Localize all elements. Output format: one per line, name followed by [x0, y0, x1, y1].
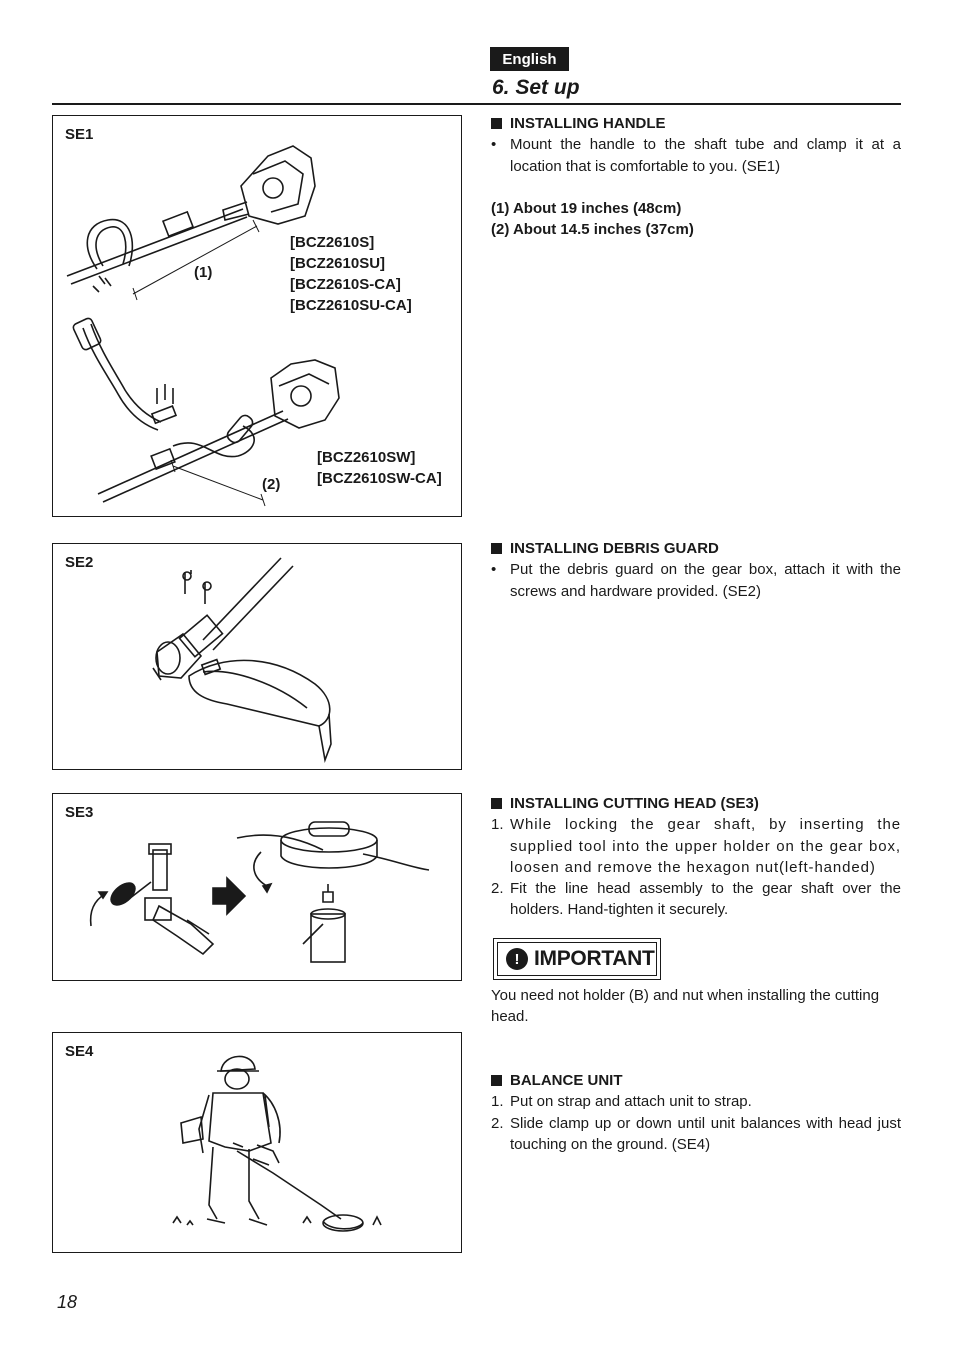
square-bullet-icon: [491, 798, 502, 810]
section-installing-debris-guard: INSTALLING DEBRIS GUARD • Put the debris…: [491, 538, 901, 602]
figure-se2: SE2: [52, 543, 462, 770]
step-number: 1.: [491, 1093, 504, 1111]
model-list-a: [BCZ2610S] [BCZ2610SU] [BCZ2610S-CA] [BC…: [290, 232, 412, 316]
figure-se3: SE3: [52, 793, 462, 981]
header-rule: [52, 103, 901, 105]
square-bullet-icon: [491, 543, 502, 555]
important-callout: ! IMPORTANT: [493, 938, 661, 980]
step-number: 2.: [491, 1114, 504, 1132]
step-item: 2. Fit the line head assembly to the gea…: [491, 878, 901, 921]
section-heading: INSTALLING CUTTING HEAD (SE3): [491, 793, 901, 814]
figure-label: SE4: [65, 1043, 94, 1060]
bullet-item: • Mount the handle to the shaft tube and…: [491, 134, 901, 177]
model-name: [BCZ2610S-CA]: [290, 276, 401, 293]
model-name: [BCZ2610SU-CA]: [290, 297, 412, 314]
bullet-text: Put the debris guard on the gear box, at…: [510, 561, 901, 600]
step-text: Put on strap and attach unit to strap.: [510, 1093, 752, 1111]
exclamation-icon: !: [506, 948, 528, 970]
model-name: [BCZ2610S]: [290, 234, 375, 251]
step-item: 2. Slide clamp up or down until unit bal…: [491, 1113, 901, 1156]
step-item: 1. While locking the gear shaft, by inse…: [491, 814, 901, 878]
square-bullet-icon: [491, 118, 502, 130]
section-balance-unit: BALANCE UNIT 1. Put on strap and attach …: [491, 1070, 901, 1155]
step-text: While locking the gear shaft, by inserti…: [510, 816, 901, 876]
section-heading: INSTALLING DEBRIS GUARD: [491, 538, 901, 559]
dimension-label-2: (2): [262, 476, 281, 493]
language-badge: English: [490, 47, 569, 71]
model-list-b: [BCZ2610SW] [BCZ2610SW-CA]: [317, 447, 442, 489]
dimension-note: (2) About 14.5 inches (37cm): [491, 221, 694, 239]
step-text: Slide clamp up or down until unit balanc…: [510, 1114, 901, 1153]
dimension-label-1: (1): [194, 264, 213, 281]
important-label: IMPORTANT: [534, 947, 655, 970]
heading-text: INSTALLING CUTTING HEAD (SE3): [510, 795, 759, 812]
bullet-marker: •: [491, 561, 497, 579]
important-note: You need not holder (B) and nut when ins…: [491, 985, 901, 1028]
section-heading: BALANCE UNIT: [491, 1070, 901, 1091]
figure-se1: SE1: [52, 115, 462, 517]
step-text: Fit the line head assembly to the gear s…: [510, 880, 901, 919]
square-bullet-icon: [491, 1075, 502, 1087]
model-name: [BCZ2610SW-CA]: [317, 470, 442, 487]
bullet-item: • Put the debris guard on the gear box, …: [491, 559, 901, 602]
heading-text: BALANCE UNIT: [510, 1072, 623, 1089]
debris-guard-illustration: [152, 557, 332, 764]
bullet-marker: •: [491, 136, 497, 154]
handle-installation-illustration: [66, 145, 340, 507]
figure-label: SE3: [65, 804, 94, 821]
heading-text: INSTALLING DEBRIS GUARD: [510, 540, 719, 557]
section-installing-cutting-head: INSTALLING CUTTING HEAD (SE3) 1. While l…: [491, 793, 901, 921]
figure-label: SE2: [65, 554, 94, 571]
page-number: 18: [57, 1292, 78, 1312]
figure-se4: SE4: [52, 1032, 462, 1253]
cutting-head-illustration: [89, 821, 430, 963]
section-heading: INSTALLING HANDLE: [491, 113, 901, 134]
model-name: [BCZ2610SW]: [317, 449, 416, 466]
important-inner-frame: ! IMPORTANT: [497, 942, 657, 976]
section-installing-handle: INSTALLING HANDLE • Mount the handle to …: [491, 113, 901, 240]
section-title: 6. Set up: [492, 76, 580, 99]
heading-text: INSTALLING HANDLE: [510, 115, 666, 132]
step-number: 1.: [491, 816, 504, 834]
balance-unit-illustration: [172, 1055, 382, 1232]
bullet-text: Mount the handle to the shaft tube and c…: [510, 136, 901, 175]
dimension-note: (1) About 19 inches (48cm): [491, 199, 682, 217]
step-number: 2.: [491, 880, 504, 898]
important-text: You need not holder (B) and nut when ins…: [491, 987, 880, 1026]
figure-label: SE1: [65, 126, 94, 143]
step-item: 1. Put on strap and attach unit to strap…: [491, 1091, 901, 1112]
model-name: [BCZ2610SU]: [290, 255, 386, 272]
